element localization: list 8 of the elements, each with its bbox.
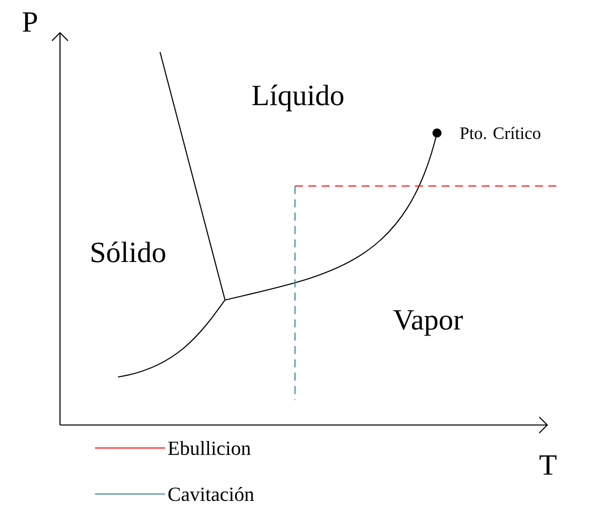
axis-label: P xyxy=(22,12,37,32)
region-label: Líquido xyxy=(252,84,344,112)
legend-text: Cavitación xyxy=(168,486,254,502)
point-label: Pto. Crítico xyxy=(460,126,540,140)
region-label: Sólido xyxy=(92,242,166,262)
region-label: Vapor xyxy=(393,310,463,336)
axis-label: T xyxy=(540,455,556,475)
legend-text: Ebullicion xyxy=(168,440,251,456)
